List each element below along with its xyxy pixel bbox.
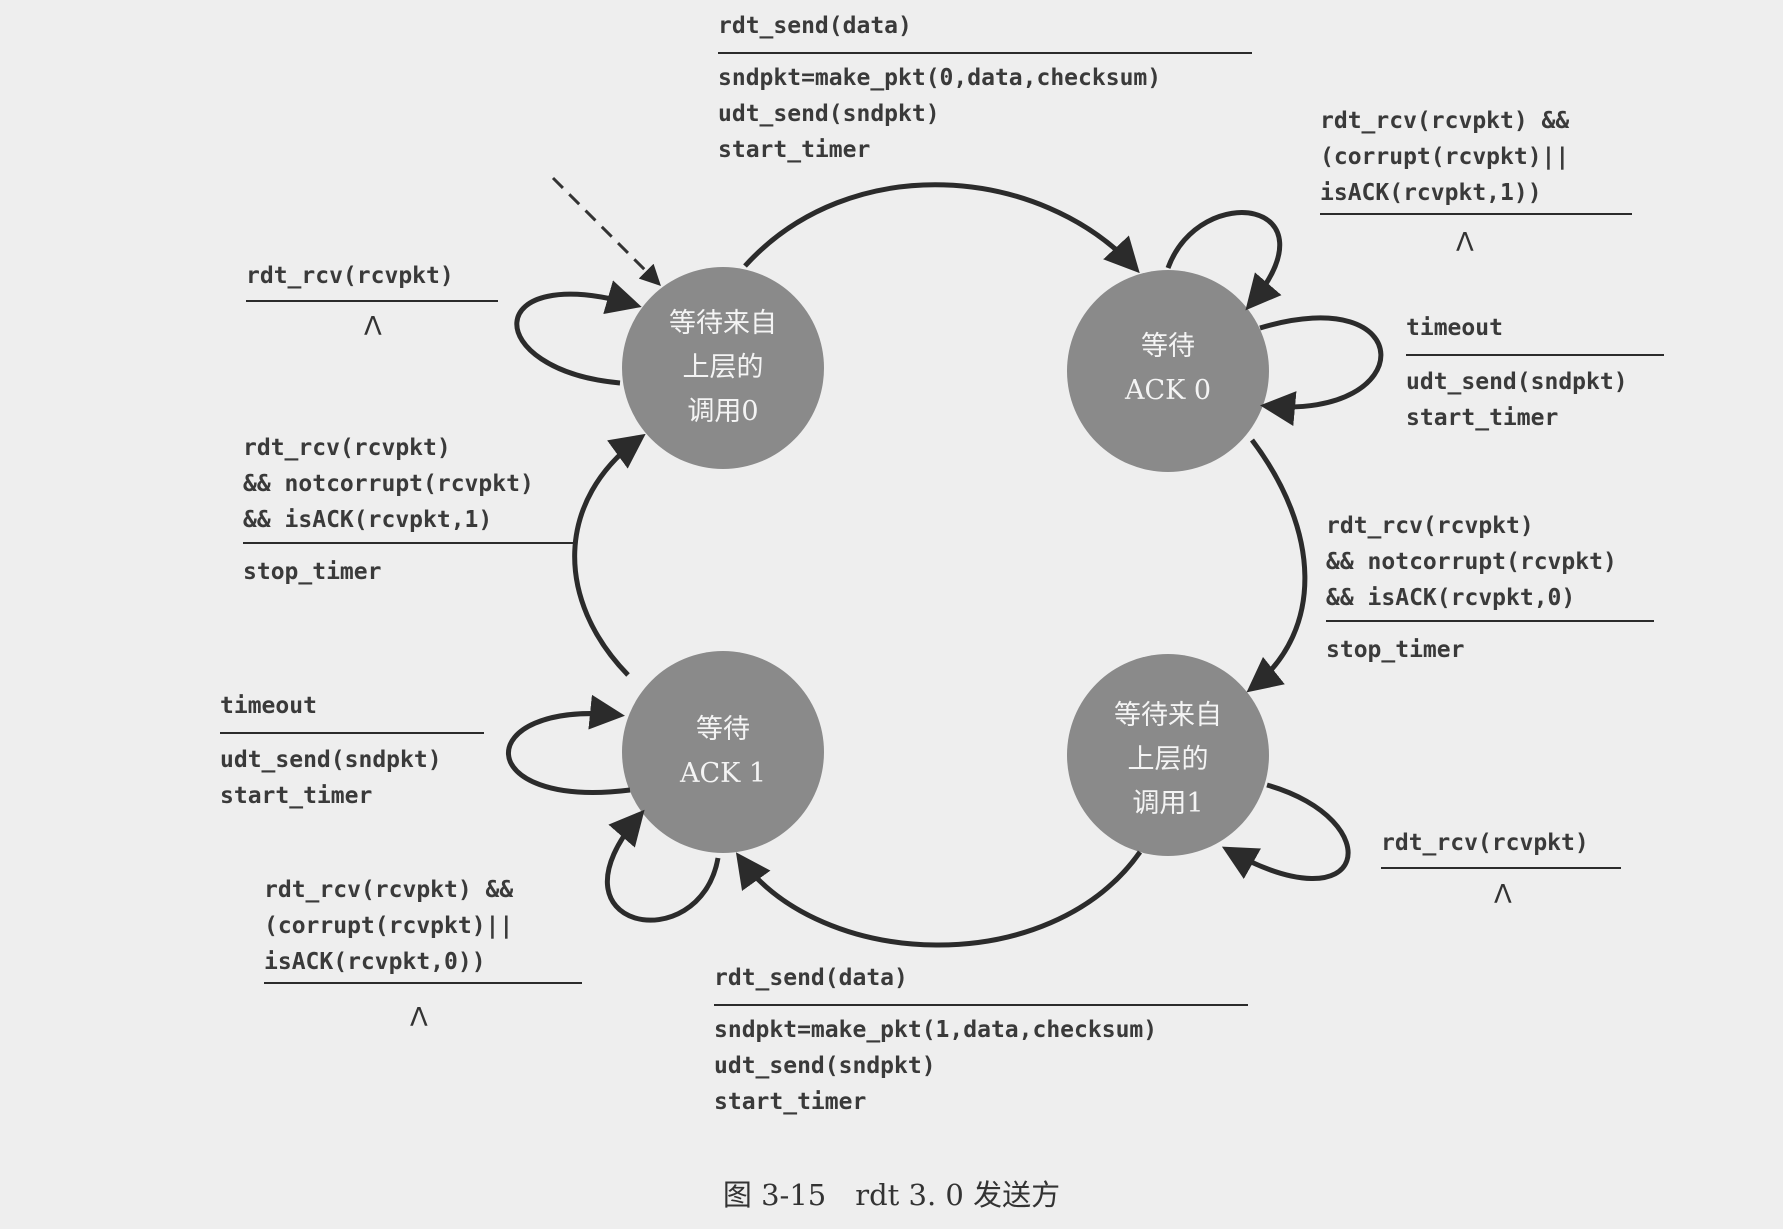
transition-ack1-ok: rdt_rcv(rcvpkt) && notcorrupt(rcvpkt) &&…	[243, 430, 573, 590]
event-label: timeout	[1406, 310, 1664, 356]
loop-ack0-timeout	[1259, 315, 1384, 426]
action-line: start_timer	[718, 137, 871, 163]
event-label: rdt_rcv(rcvpkt)	[246, 258, 498, 302]
initial-arrow	[551, 176, 661, 286]
transition-wait0-rcv: rdt_rcv(rcvpkt)	[246, 258, 498, 302]
action-line: start_timer	[1406, 405, 1559, 431]
event-label: rdt_rcv(rcvpkt)	[1381, 825, 1621, 869]
event-line: && isACK(rcvpkt,1)	[243, 507, 493, 533]
event-line: && isACK(rcvpkt,0)	[1326, 585, 1576, 611]
state-wait-ack-0	[1067, 270, 1269, 472]
action-line: stop_timer	[243, 559, 382, 585]
state-wait-ack-1	[622, 651, 824, 853]
lambda-wait0-rcv: Λ	[364, 312, 382, 342]
lambda-ack1-corrupt: Λ	[410, 1003, 428, 1033]
transition-ack1-timeout: timeout udt_send(sndpkt) start_timer	[220, 688, 484, 814]
state-wait-call-0	[622, 267, 824, 469]
action-line: udt_send(sndpkt)	[714, 1053, 936, 1079]
event-line: (corrupt(rcvpkt)||	[1320, 144, 1570, 170]
action-line: udt_send(sndpkt)	[1406, 369, 1628, 395]
loop-ack0-corrupt	[1165, 210, 1283, 311]
action-line: udt_send(sndpkt)	[718, 101, 940, 127]
lambda-wait1-rcv: Λ	[1494, 880, 1512, 910]
event-line: (corrupt(rcvpkt)||	[264, 913, 514, 939]
state-label-wait-ack-1: 等待 ACK 1	[679, 714, 767, 789]
action-line: udt_send(sndpkt)	[220, 747, 442, 773]
loop-wait-call-1	[1221, 782, 1351, 881]
event-line: rdt_rcv(rcvpkt) &&	[264, 877, 514, 903]
transition-ack1-corrupt: rdt_rcv(rcvpkt) && (corrupt(rcvpkt)|| is…	[264, 872, 582, 984]
arrow-send-0	[743, 182, 1140, 274]
event-line: rdt_rcv(rcvpkt) &&	[1320, 108, 1570, 134]
event-line: rdt_rcv(rcvpkt)	[243, 435, 451, 461]
arrow-ack1-ok	[572, 433, 646, 677]
event-line: isACK(rcvpkt,0))	[264, 949, 486, 975]
transition-wait1-rcv: rdt_rcv(rcvpkt)	[1381, 825, 1621, 869]
loop-wait-call-0	[514, 280, 642, 386]
state-label-wait-call-1: 等待来自 上层的 调用1	[1114, 700, 1222, 819]
loop-ack1-timeout	[506, 694, 631, 795]
lambda-ack0-corrupt: Λ	[1456, 228, 1474, 258]
transition-ack0-timeout: timeout udt_send(sndpkt) start_timer	[1406, 310, 1664, 436]
figure-caption: 图 3-15 rdt 3. 0 发送方	[722, 1178, 1061, 1212]
event-line: isACK(rcvpkt,1))	[1320, 180, 1542, 206]
transition-ack0-corrupt: rdt_rcv(rcvpkt) && (corrupt(rcvpkt)|| is…	[1320, 103, 1632, 215]
event-line: rdt_rcv(rcvpkt)	[1326, 513, 1534, 539]
action-line: sndpkt=make_pkt(0,data,checksum)	[718, 65, 1162, 91]
transition-send-1: rdt_send(data) sndpkt=make_pkt(1,data,ch…	[714, 960, 1248, 1120]
loop-ack1-corrupt	[604, 809, 721, 923]
arrow-send-1	[735, 850, 1143, 948]
action-line: start_timer	[220, 783, 373, 809]
event-line: && notcorrupt(rcvpkt)	[1326, 549, 1617, 575]
state-label-wait-call-0: 等待来自 上层的 调用0	[669, 308, 777, 427]
state-label-wait-ack-0: 等待 ACK 0	[1124, 331, 1212, 406]
event-label: rdt_send(data)	[718, 8, 1252, 54]
transition-ack0-ok: rdt_rcv(rcvpkt) && notcorrupt(rcvpkt) &&…	[1326, 508, 1654, 668]
event-line: && notcorrupt(rcvpkt)	[243, 471, 534, 497]
event-label: timeout	[220, 688, 484, 734]
action-line: start_timer	[714, 1089, 867, 1115]
event-label: rdt_send(data)	[714, 960, 1248, 1006]
transition-send-0: rdt_send(data) sndpkt=make_pkt(0,data,ch…	[718, 8, 1252, 168]
state-wait-call-1	[1067, 654, 1269, 856]
action-line: sndpkt=make_pkt(1,data,checksum)	[714, 1017, 1158, 1043]
arrow-ack0-ok	[1246, 438, 1308, 693]
action-line: stop_timer	[1326, 637, 1465, 663]
